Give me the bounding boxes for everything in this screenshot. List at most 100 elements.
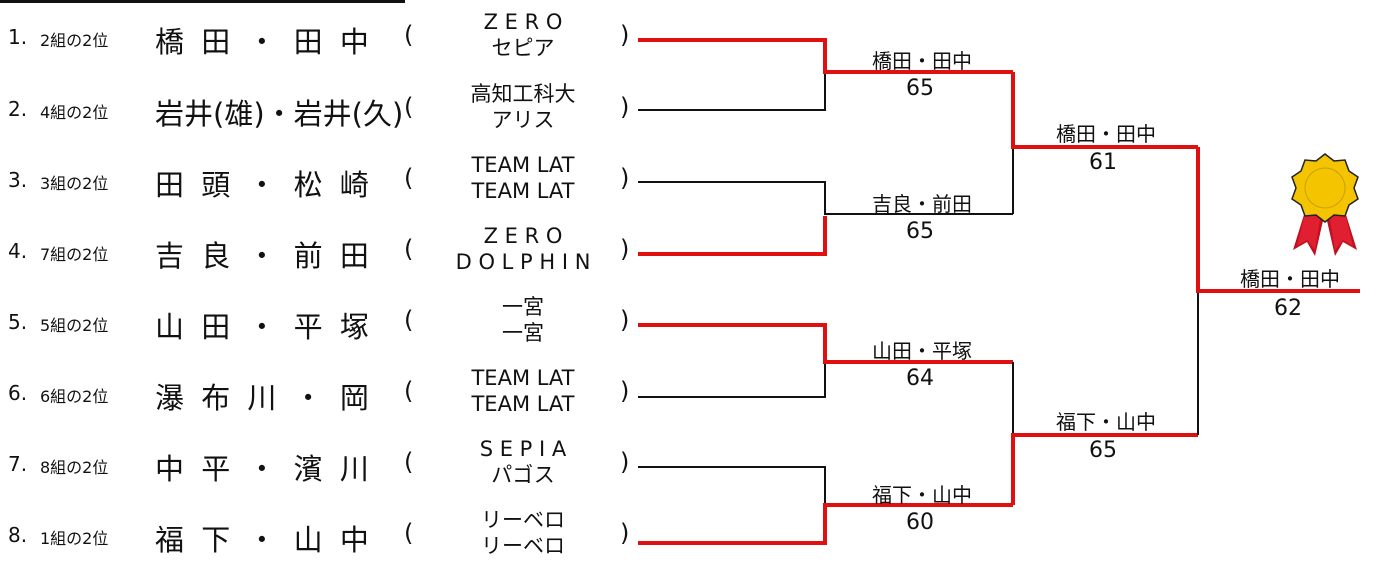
entry-names: 橋 田 ・ 田 中 bbox=[155, 25, 373, 59]
win-line bbox=[638, 216, 827, 256]
club-line-2: TEAM LAT bbox=[471, 392, 575, 416]
r2-score-2: 65 bbox=[1089, 438, 1117, 463]
club-line-2: セピア bbox=[491, 36, 555, 60]
win-line bbox=[638, 38, 1013, 74]
paren-open: ( bbox=[404, 377, 414, 405]
r2-winner-1: 橋田・田中 bbox=[1056, 122, 1156, 146]
entry-group: 5組の2位 bbox=[40, 316, 109, 335]
club-line-1: TEAM LAT bbox=[471, 366, 575, 390]
match-2 bbox=[638, 181, 1013, 256]
entry-8: 8. 1組の2位 福 下 ・ 山 中 ( リーベロリーベロ ) bbox=[0, 503, 640, 565]
paren-open: ( bbox=[404, 164, 414, 192]
final-winner: 橋田・田中 bbox=[1240, 267, 1340, 291]
club-line-1: リーベロ bbox=[481, 508, 565, 532]
entry-club: 高知工科大アリス bbox=[428, 81, 618, 133]
club-line-1: TEAM LAT bbox=[471, 153, 575, 177]
r1-score-4: 60 bbox=[906, 510, 934, 535]
entry-group: 3組の2位 bbox=[40, 174, 109, 193]
entry-group: 2組の2位 bbox=[40, 31, 109, 50]
entry-number: 3. bbox=[8, 168, 28, 192]
entry-names: 吉 良 ・ 前 田 bbox=[155, 239, 373, 273]
entry-group: 1組の2位 bbox=[40, 529, 109, 548]
entry-number: 5. bbox=[8, 310, 28, 334]
entry-names: 岩井(雄)・岩井(久) bbox=[155, 97, 404, 131]
lose-line bbox=[638, 181, 1013, 215]
club-line-2: TEAM LAT bbox=[471, 179, 575, 203]
entry-2: 2. 4組の2位 岩井(雄)・岩井(久) ( 高知工科大アリス ) bbox=[0, 77, 640, 139]
paren-close: ) bbox=[620, 377, 630, 405]
win-line bbox=[1011, 72, 1198, 149]
club-line-1: 高知工科大 bbox=[470, 82, 576, 106]
paren-close: ) bbox=[620, 235, 630, 263]
paren-close: ) bbox=[620, 306, 630, 334]
match-1 bbox=[638, 38, 1013, 111]
paren-close: ) bbox=[620, 93, 630, 121]
r1-winner-1: 橋田・田中 bbox=[872, 49, 972, 73]
semifinal-2 bbox=[1011, 362, 1198, 505]
win-line bbox=[638, 503, 1013, 545]
r2-score-1: 61 bbox=[1089, 150, 1117, 175]
club-line-1: 一宮 bbox=[502, 295, 544, 319]
match-3 bbox=[638, 323, 1013, 398]
lose-line bbox=[638, 364, 826, 398]
final-score: 62 bbox=[1274, 296, 1302, 321]
r1-winner-3: 山田・平塚 bbox=[872, 339, 972, 363]
club-line-1: S E P I A bbox=[479, 437, 567, 461]
r2-winner-2: 福下・山中 bbox=[1056, 410, 1156, 434]
entry-names: 中 平 ・ 濱 川 bbox=[155, 452, 373, 486]
lose-line bbox=[638, 74, 826, 111]
header-rule bbox=[0, 0, 405, 3]
paren-close: ) bbox=[620, 21, 630, 49]
r1-winner-2: 吉良・前田 bbox=[872, 192, 972, 216]
club-line-2: D O L P H I N bbox=[455, 250, 591, 274]
paren-open: ( bbox=[404, 21, 414, 49]
semifinal-1 bbox=[1011, 72, 1198, 214]
final-match bbox=[1196, 147, 1360, 435]
entry-group: 6組の2位 bbox=[40, 387, 109, 406]
entry-names: 福 下 ・ 山 中 bbox=[155, 523, 373, 557]
paren-close: ) bbox=[620, 164, 630, 192]
r1-score-3: 64 bbox=[906, 366, 934, 391]
club-line-2: リーベロ bbox=[481, 534, 565, 558]
paren-close: ) bbox=[620, 519, 630, 547]
paren-open: ( bbox=[404, 235, 414, 263]
match-4 bbox=[638, 466, 1013, 545]
award-medal-icon bbox=[1291, 153, 1359, 256]
entry-names: 田 頭 ・ 松 崎 bbox=[155, 168, 373, 202]
entry-club: リーベロリーベロ bbox=[428, 507, 618, 559]
entry-club: 一宮一宮 bbox=[428, 294, 618, 346]
paren-close: ) bbox=[620, 448, 630, 476]
lose-line bbox=[638, 466, 826, 505]
paren-open: ( bbox=[404, 519, 414, 547]
win-line bbox=[1011, 433, 1198, 505]
entry-number: 8. bbox=[8, 523, 28, 547]
club-line-2: パゴス bbox=[491, 463, 555, 487]
entry-group: 7組の2位 bbox=[40, 245, 109, 264]
club-line-1: Z E R O bbox=[483, 10, 563, 34]
entry-number: 1. bbox=[8, 25, 28, 49]
entry-number: 7. bbox=[8, 452, 28, 476]
paren-open: ( bbox=[404, 93, 414, 121]
club-line-1: Z E R O bbox=[483, 224, 563, 248]
club-line-2: アリス bbox=[491, 108, 555, 132]
r1-score-1: 65 bbox=[906, 76, 934, 101]
entry-number: 2. bbox=[8, 97, 28, 121]
r1-score-2: 65 bbox=[906, 219, 934, 244]
entry-group: 8組の2位 bbox=[40, 458, 109, 477]
paren-open: ( bbox=[404, 448, 414, 476]
entry-names: 瀑 布 川 ・ 岡 bbox=[155, 381, 373, 415]
entry-number: 4. bbox=[8, 239, 28, 263]
entry-names: 山 田 ・ 平 塚 bbox=[155, 310, 373, 344]
r1-winner-4: 福下・山中 bbox=[872, 483, 972, 507]
